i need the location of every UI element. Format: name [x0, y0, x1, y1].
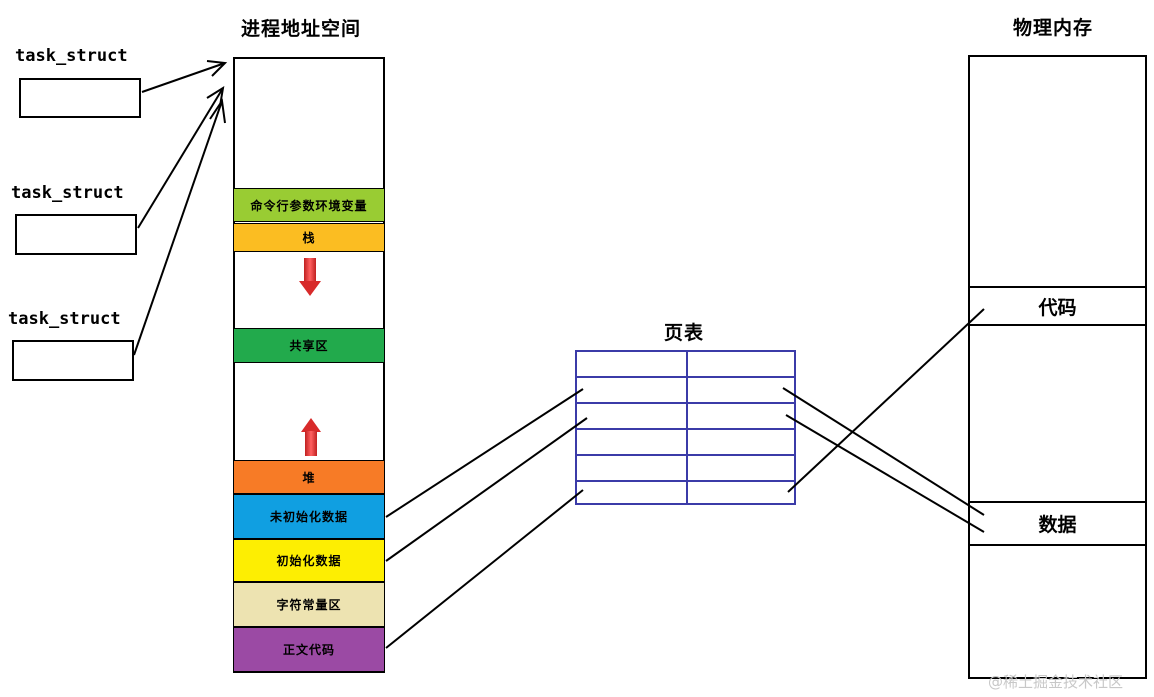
task-pointer-line-2: [137, 87, 224, 229]
mapping-line-to-data-1: [782, 387, 985, 516]
arrowhead-icon: [206, 85, 225, 107]
segment-bss: 未初始化数据: [234, 494, 384, 539]
task-struct-label-3: task_struct: [8, 309, 121, 329]
page-table-row-line: [577, 376, 794, 378]
segment-rodata: 字符常量区: [234, 582, 384, 627]
arrowhead-icon: [209, 98, 226, 124]
physical-code-block: 代码: [969, 286, 1146, 326]
page-table-row-line: [577, 402, 794, 404]
watermark: @稀土掘金技术社区: [988, 673, 1124, 691]
virtual-space-title: 进程地址空间: [241, 18, 362, 40]
task-struct-label-2: task_struct: [11, 183, 124, 203]
task-struct-box-1: [19, 78, 141, 118]
segment-data: 初始化数据: [234, 539, 384, 582]
segment-cmdline-env: 命令行参数环境变量: [234, 188, 384, 222]
physical-memory: [968, 55, 1147, 679]
arrowhead-icon: [206, 60, 228, 77]
task-struct-box-3: [12, 340, 134, 381]
task-struct-label-1: task_struct: [15, 46, 128, 66]
task-pointer-line-3: [133, 100, 223, 356]
page-table-row-line: [577, 454, 794, 456]
page-table-column-divider: [686, 352, 688, 503]
segment-stack: 栈: [234, 223, 384, 252]
task-pointer-line-1: [141, 62, 226, 93]
mapping-line-data: [385, 417, 588, 562]
mapping-line-to-data-2: [785, 414, 985, 533]
segment-text: 正文代码: [234, 627, 384, 672]
stack-down-arrow-icon: [299, 258, 321, 296]
page-table-row-line: [577, 480, 794, 482]
page-table-title: 页表: [664, 322, 705, 344]
mapping-line-bss: [385, 388, 584, 518]
segment-shared: 共享区: [234, 328, 384, 363]
page-table: [575, 350, 796, 505]
physical-memory-title: 物理内存: [1013, 17, 1094, 39]
segment-heap: 堆: [234, 460, 384, 494]
heap-up-arrow-icon: [301, 418, 321, 456]
mapping-line-text: [385, 489, 584, 649]
task-struct-box-2: [15, 214, 137, 255]
mapping-line-to-code: [787, 308, 985, 493]
page-table-row-line: [577, 428, 794, 430]
physical-data-block: 数据: [969, 501, 1146, 546]
